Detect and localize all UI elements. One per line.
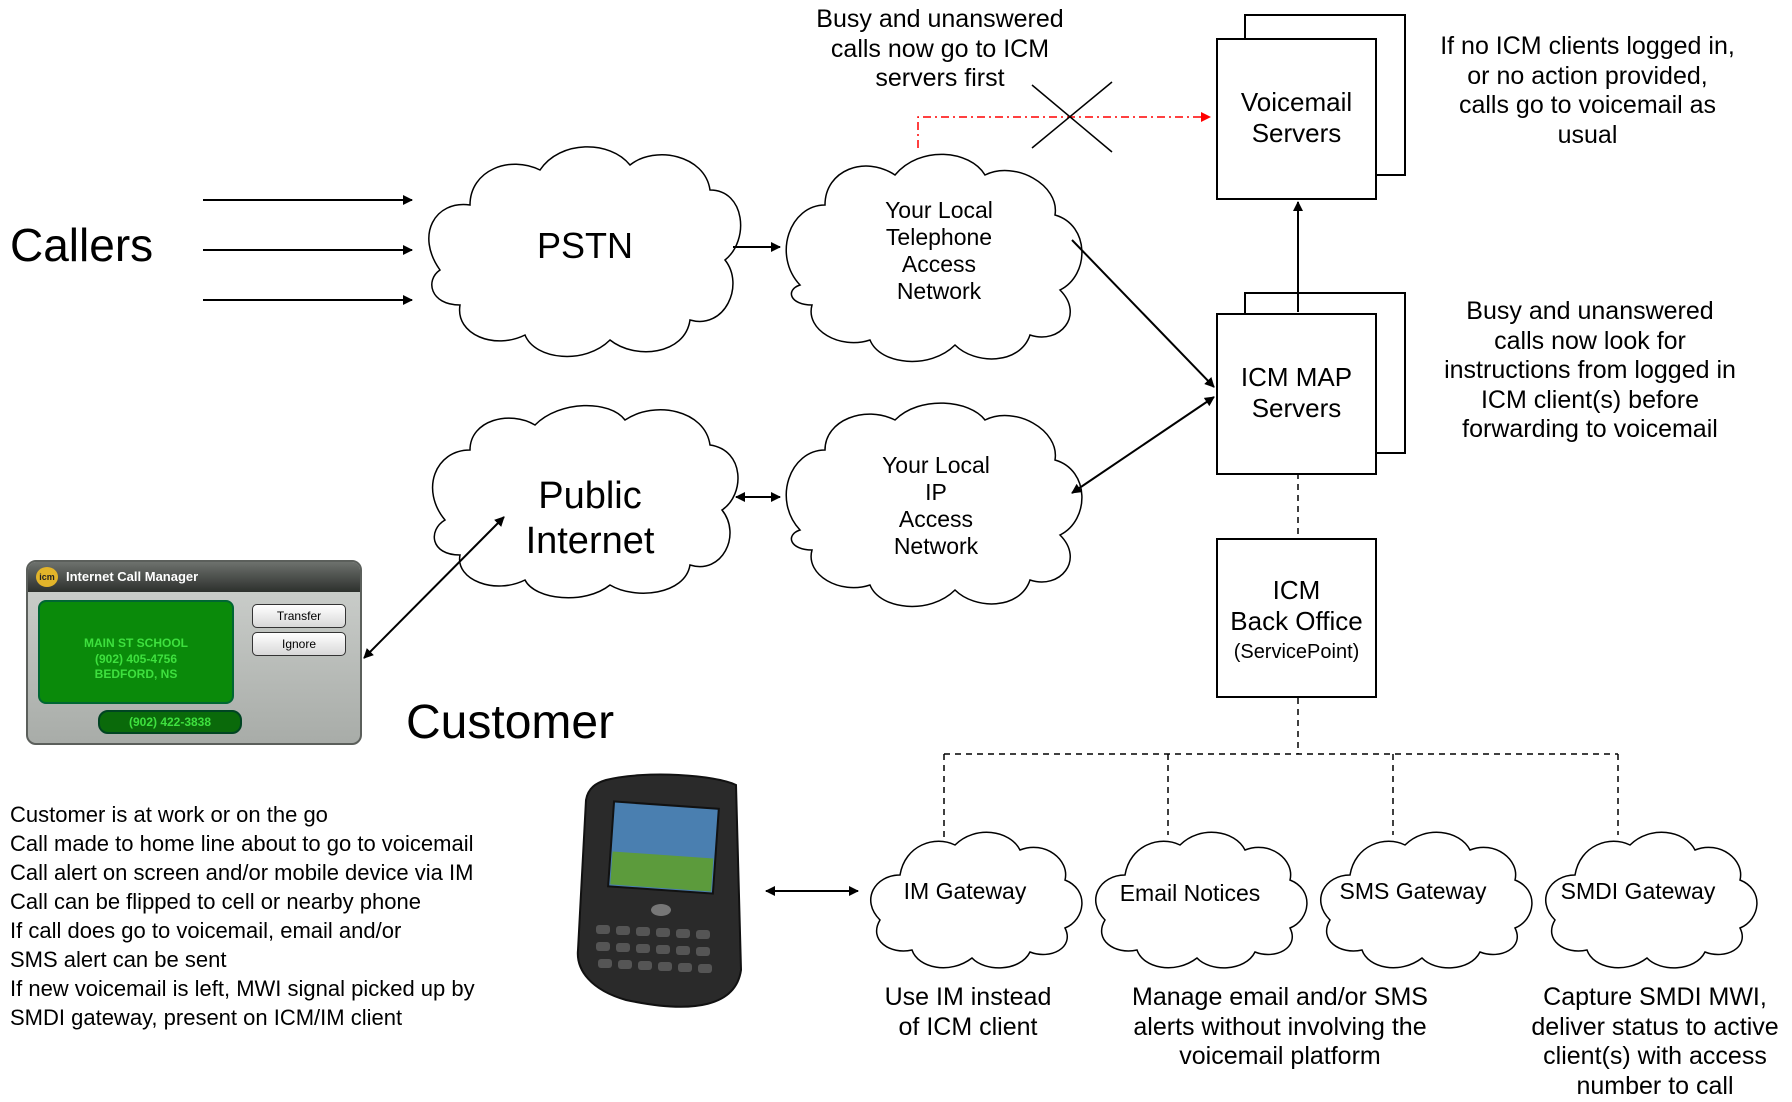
blocked-path-cross-1 [1031,84,1113,153]
customer-step: SMS alert can be sent [10,947,227,972]
im-gateway-cloud [870,831,1083,969]
sms-gateway-label: SMS Gateway [1339,878,1487,904]
old-voicemail-path [917,112,1211,148]
customer-step: If new voicemail is left, MWI signal pic… [10,976,475,1001]
note-busy-look: Busy and unanswered calls now look for i… [1444,297,1736,443]
icm-client-title: Internet Call Manager [66,569,199,584]
customer-step: Customer is at work or on the go [10,802,328,827]
smartphone-keyboard [596,925,712,973]
smartphone-screen-grass [610,851,714,892]
public-internet-cloud [431,404,739,599]
client-to-internet-arrow [363,516,505,659]
back-office-subtitle: (ServicePoint) [1233,641,1360,663]
local-ip-label: Your Local IP Access Network [882,452,990,560]
voicemail-servers-box [1216,38,1377,200]
icm-map-servers-box [1216,313,1377,475]
transfer-button[interactable]: Transfer [252,604,346,628]
note-busy-first: Busy and unanswered calls now go to ICM … [816,5,1064,92]
smartphone-trackball [651,904,671,916]
icm-phone-number: (902) 422-3838 [98,710,242,734]
ignore-button[interactable]: Ignore [252,632,346,656]
sms-gateway-cloud [1320,831,1533,969]
caller-number: (902) 405-4756 [94,651,178,666]
voicemail-servers-label: Voicemail Servers [1240,87,1353,148]
caller-location: BEDFORD, NS [94,667,178,682]
pstn-label: PSTN [536,225,633,266]
customer-step: Call made to home line about to go to vo… [10,831,474,856]
icm-client-titlebar: icm Internet Call Manager [28,562,360,592]
customer-step: If call does go to voicemail, email and/… [10,918,402,943]
im-gateway-label: IM Gateway [903,878,1027,904]
smartphone-image [576,773,743,1008]
email-notices-cloud [1095,831,1308,969]
pstn-cloud [428,146,742,358]
note-use-im: Use IM instead of ICM client [884,983,1052,1041]
local-telephone-label: Your Local Telephone Access Network [885,197,993,305]
note-no-clients: If no ICM clients logged in, or no actio… [1440,32,1735,149]
back-office-box [1216,538,1377,698]
note-manage-email: Manage email and/or SMS alerts without i… [1132,983,1428,1070]
customer-steps-list: Customer is at work or on the go Call ma… [10,800,475,1032]
callers-label: Callers [10,219,154,271]
local-ip-cloud [785,402,1083,608]
public-internet-label: Public Internet [525,475,655,562]
icm-map-servers-label: ICM MAP Servers [1240,362,1353,423]
telephone-to-map-arrow [1071,239,1215,388]
back-office-title: ICM Back Office [1230,575,1363,636]
note-capture-smdi: Capture SMDI MWI, deliver status to acti… [1531,983,1779,1100]
customer-label: Customer [406,696,615,749]
smdi-gateway-cloud [1545,831,1758,969]
blocked-path-cross-2 [1031,81,1113,149]
email-notices-label: Email Notices [1119,880,1261,906]
icm-logo-icon: icm [36,567,58,587]
smdi-gateway-label: SMDI Gateway [1560,878,1716,904]
icm-caller-display: MAIN ST SCHOOL (902) 405-4756 BEDFORD, N… [38,600,234,704]
icm-client-window: icm Internet Call Manager MAIN ST SCHOOL… [26,560,362,745]
local-telephone-cloud [785,153,1083,363]
caller-name: MAIN ST SCHOOL [84,636,188,650]
customer-step: Call alert on screen and/or mobile devic… [10,860,474,885]
customer-step: SMDI gateway, present on ICM/IM client [10,1005,403,1030]
customer-step: Call can be flipped to cell or nearby ph… [10,889,421,914]
ip-to-map-arrow [1071,396,1215,494]
